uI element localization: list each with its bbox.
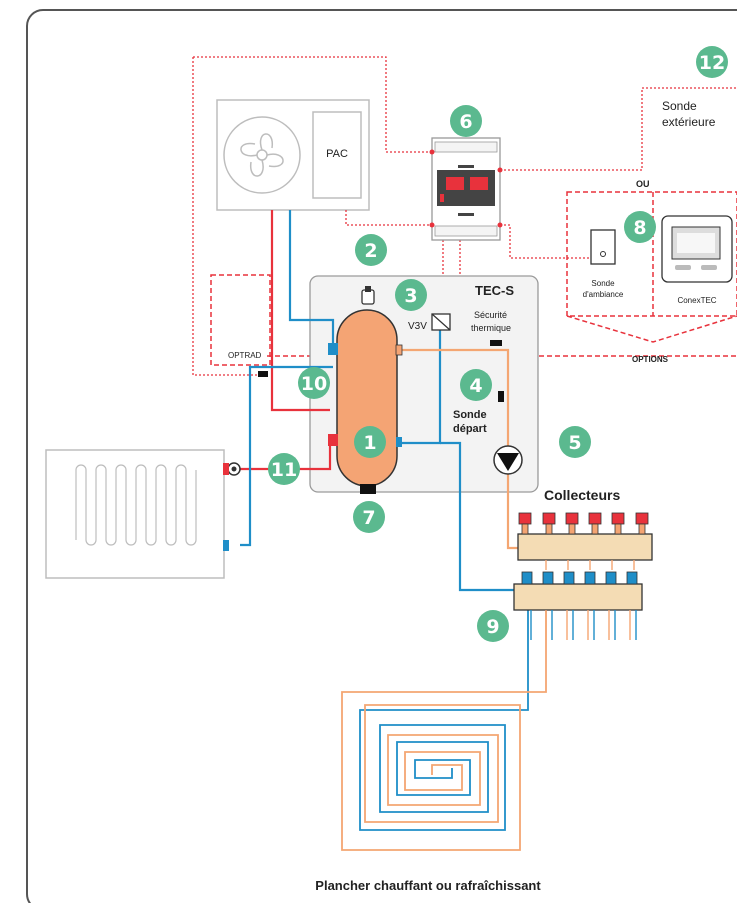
v3v-label: V3V <box>408 321 427 332</box>
badge-10: 10 <box>298 367 330 399</box>
sonde-depart-label-2: départ <box>453 423 487 435</box>
badge-4: 4 <box>460 369 492 401</box>
number-badges: 1 2 3 4 5 6 7 8 9 10 11 12 <box>268 46 728 642</box>
sonde-exterieure-label-2: extérieure <box>662 115 716 129</box>
flow-sensor <box>498 391 504 402</box>
securite-label-1: Sécurité <box>474 310 507 320</box>
heat-pump-unit: PAC <box>216 99 370 211</box>
svg-text:4: 4 <box>469 375 482 397</box>
sonde-ambiance-label-2: d'ambiance <box>583 290 624 299</box>
svg-text:12: 12 <box>699 52 725 74</box>
badge-12: 12 <box>696 46 728 78</box>
badge-7: 7 <box>353 501 385 533</box>
badge-9: 9 <box>477 610 509 642</box>
collector-blue-valves <box>521 571 638 585</box>
conextec-thermostat: ConexTEC <box>661 215 733 305</box>
optrad-label: OPTRAD <box>228 351 262 360</box>
svg-text:2: 2 <box>364 240 377 262</box>
sonde-depart-label-1: Sonde <box>453 409 487 421</box>
svg-text:5: 5 <box>568 432 581 454</box>
pac-label: PAC <box>326 148 348 160</box>
svg-text:6: 6 <box>459 111 472 133</box>
sonde-exterieure-label-1: Sonde <box>662 99 697 113</box>
plancher-label: Plancher chauffant ou rafraîchissant <box>315 878 541 893</box>
radiator-fins <box>75 464 197 546</box>
badge-6: 6 <box>450 105 482 137</box>
options-label: OPTIONS <box>632 355 669 364</box>
svg-text:8: 8 <box>633 217 646 239</box>
conextec-label: ConexTEC <box>677 296 716 305</box>
svg-text:10: 10 <box>301 373 327 395</box>
svg-text:7: 7 <box>362 507 375 529</box>
room-sensor: Sonde d'ambiance <box>583 229 624 299</box>
sonde-ambiance-label-1: Sonde <box>591 279 615 288</box>
badge-1: 1 <box>354 426 386 458</box>
circulation-pump <box>493 445 523 475</box>
outer-frame <box>26 9 737 908</box>
safety-sensor <box>490 340 502 346</box>
badge-5: 5 <box>559 426 591 458</box>
svg-text:9: 9 <box>486 616 499 638</box>
badge-8: 8 <box>624 211 656 243</box>
svg-text:1: 1 <box>363 432 376 454</box>
collector-outlets <box>530 560 637 640</box>
optrad-sensor <box>258 371 268 377</box>
svg-text:3: 3 <box>404 285 417 307</box>
three-way-valve: V3V <box>408 313 451 332</box>
radiator <box>45 449 241 579</box>
manifold-collectors: Collecteurs <box>513 487 653 640</box>
securite-label-2: thermique <box>471 323 511 333</box>
badge-11: 11 <box>268 453 300 485</box>
hydraulic-pipes <box>240 210 547 851</box>
collecteurs-label: Collecteurs <box>544 487 620 503</box>
badge-3: 3 <box>395 279 427 311</box>
fan-icon <box>240 133 284 177</box>
badge-2: 2 <box>355 234 387 266</box>
tec-s-label: TEC-S <box>475 283 514 298</box>
ou-label: OU <box>636 179 650 189</box>
regulator-module <box>429 137 503 241</box>
svg-text:11: 11 <box>271 459 297 481</box>
collector-red-valves <box>518 512 649 535</box>
